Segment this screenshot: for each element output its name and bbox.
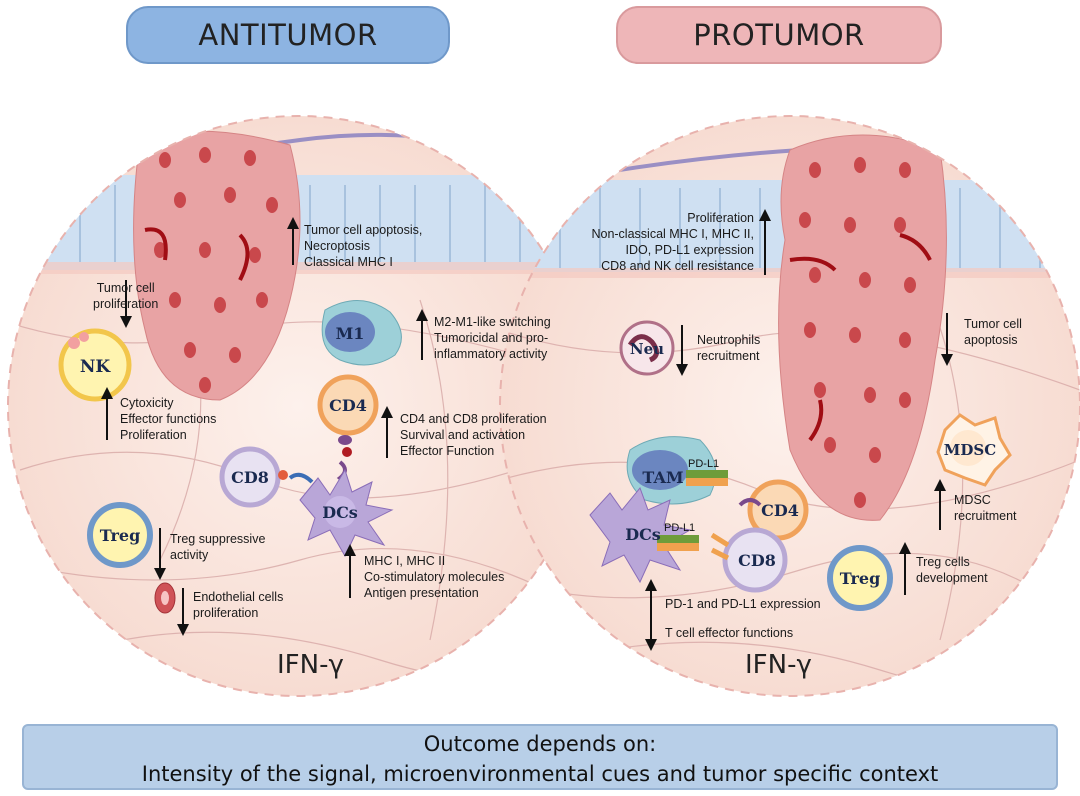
treg-cell-icon-left — [87, 502, 153, 568]
line: proliferation — [93, 297, 159, 311]
dcs-effects-text: MHC I, MHC II Co-stimulatory molecules A… — [364, 553, 504, 601]
line: Neutrophils — [697, 333, 761, 347]
line: apoptosis — [964, 333, 1018, 347]
mdsc-recruitment-text: MDSC recruitment — [954, 492, 1017, 524]
neutrophils-text: Neutrophils recruitment — [697, 332, 760, 364]
tumor-proliferation-text: Tumor cell proliferation — [93, 280, 158, 312]
pd-l1-label-dcs: PD-L1 — [664, 522, 695, 534]
protumor-header: PROTUMOR — [616, 6, 942, 64]
tumor-apoptosis-text: Tumor cell apoptosis, Necroptosis Classi… — [304, 222, 422, 270]
line: IDO, PD-L1 expression — [625, 243, 754, 257]
cd8-cell-icon-right — [710, 527, 788, 593]
tumor-mass-left-icon — [133, 130, 301, 401]
line: CD8 and NK cell resistance — [601, 259, 754, 273]
cd4-cell-icon-left — [317, 374, 379, 436]
line: recruitment — [697, 349, 760, 363]
pd-l1-label-tam: PD-L1 — [688, 458, 719, 470]
line: development — [916, 571, 988, 585]
line: Antigen presentation — [364, 586, 479, 600]
m1-cell-icon — [321, 300, 402, 366]
cd8-cell-icon-left — [219, 446, 314, 508]
line: inflammatory activity — [434, 347, 548, 361]
endothelial-cell-icon — [154, 582, 176, 614]
line: Proliferation — [687, 211, 754, 225]
tumor-mass-right-icon — [778, 134, 947, 521]
treg-effects-text: Treg suppressive activity — [170, 531, 265, 563]
treg-development-text: Treg cells development — [916, 554, 988, 586]
cd8-label-left: CD8 — [231, 468, 269, 487]
cd4-label-left: CD4 — [329, 396, 367, 415]
dcs-label-right: DCs — [625, 525, 661, 544]
outcome-factors: Intensity of the signal, microenvironmen… — [141, 762, 939, 786]
tumor-apoptosis-right-text: Tumor cell apoptosis — [964, 316, 1022, 348]
pd-l1-icon-dcs — [657, 535, 699, 551]
line: Co-stimulatory molecules — [364, 570, 505, 584]
antitumor-title: ANTITUMOR — [198, 18, 378, 52]
treg-cell-icon-right — [827, 545, 893, 611]
line: Effector functions — [120, 412, 217, 426]
line: Cytoxicity — [120, 396, 174, 410]
nk-cell-icon — [58, 328, 132, 402]
neu-label: Neu — [630, 340, 664, 358]
antitumor-header: ANTITUMOR — [126, 6, 450, 64]
line: Endothelial cells — [193, 590, 284, 604]
line: CD4 and CD8 proliferation — [400, 412, 547, 426]
antitumor-panel — [7, 115, 589, 697]
line: recruitment — [954, 509, 1017, 523]
ifn-gamma-right: IFN-γ — [745, 650, 812, 680]
m1-effects-text: M2-M1-like switching Tumoricidal and pro… — [434, 314, 551, 362]
dcs-label-left: DCs — [322, 503, 358, 522]
cd4-label-right: CD4 — [761, 501, 799, 520]
outcome-title: Outcome depends on: — [423, 732, 657, 756]
line: proliferation — [193, 606, 259, 620]
endothelial-text: Endothelial cells proliferation — [193, 589, 283, 621]
outcome-box: Outcome depends on: Intensity of the sig… — [22, 724, 1058, 790]
line: Effector Function — [400, 444, 495, 458]
proliferation-text: Proliferation Non-classical MHC I, MHC I… — [588, 210, 754, 274]
line: activity — [170, 548, 209, 562]
line: Survival and activation — [400, 428, 526, 442]
nk-label: NK — [80, 357, 112, 377]
treg-label-right: Treg — [840, 569, 881, 588]
mdsc-cell-icon — [936, 413, 1012, 487]
dc-cell-icon-left — [299, 468, 394, 558]
cd8-label-right: CD8 — [738, 551, 776, 570]
line: Necroptosis — [304, 239, 370, 253]
line: Treg suppressive — [170, 532, 266, 546]
arrows-left — [101, 217, 428, 636]
tam-label: TAM — [642, 468, 683, 487]
line: MHC I, MHC II — [364, 554, 446, 568]
line: Treg cells — [916, 555, 970, 569]
nk-effects-text: Cytoxicity Effector functions Proliferat… — [120, 395, 216, 443]
ifn-gamma-left: IFN-γ — [277, 650, 344, 680]
line: Tumoricidal and pro- — [434, 331, 549, 345]
pd-l1-icon-tam — [686, 470, 728, 486]
cd4-cd8-effects-text: CD4 and CD8 proliferation Survival and a… — [400, 411, 547, 459]
neutrophil-cell-icon — [619, 320, 675, 376]
line: Tumor cell — [96, 281, 155, 295]
line: Classical MHC I — [304, 255, 393, 269]
line: M2-M1-like switching — [434, 315, 551, 329]
tam-cell-icon — [626, 436, 717, 505]
pd1-pdl1-text: PD-1 and PD-L1 expression — [665, 597, 821, 611]
line: MDSC — [954, 493, 991, 507]
arrows-right — [645, 209, 953, 651]
line: Proliferation — [120, 428, 187, 442]
tcell-effector-text: T cell effector functions — [665, 626, 794, 640]
protumor-title: PROTUMOR — [693, 18, 865, 52]
line: Tumor cell — [964, 317, 1022, 331]
mdsc-label: MDSC — [944, 441, 996, 459]
line: Tumor cell apoptosis, — [304, 223, 423, 237]
line: Non-classical MHC I, MHC II, — [591, 227, 754, 241]
treg-label-left: Treg — [100, 526, 141, 545]
m1-label: M1 — [336, 324, 365, 343]
